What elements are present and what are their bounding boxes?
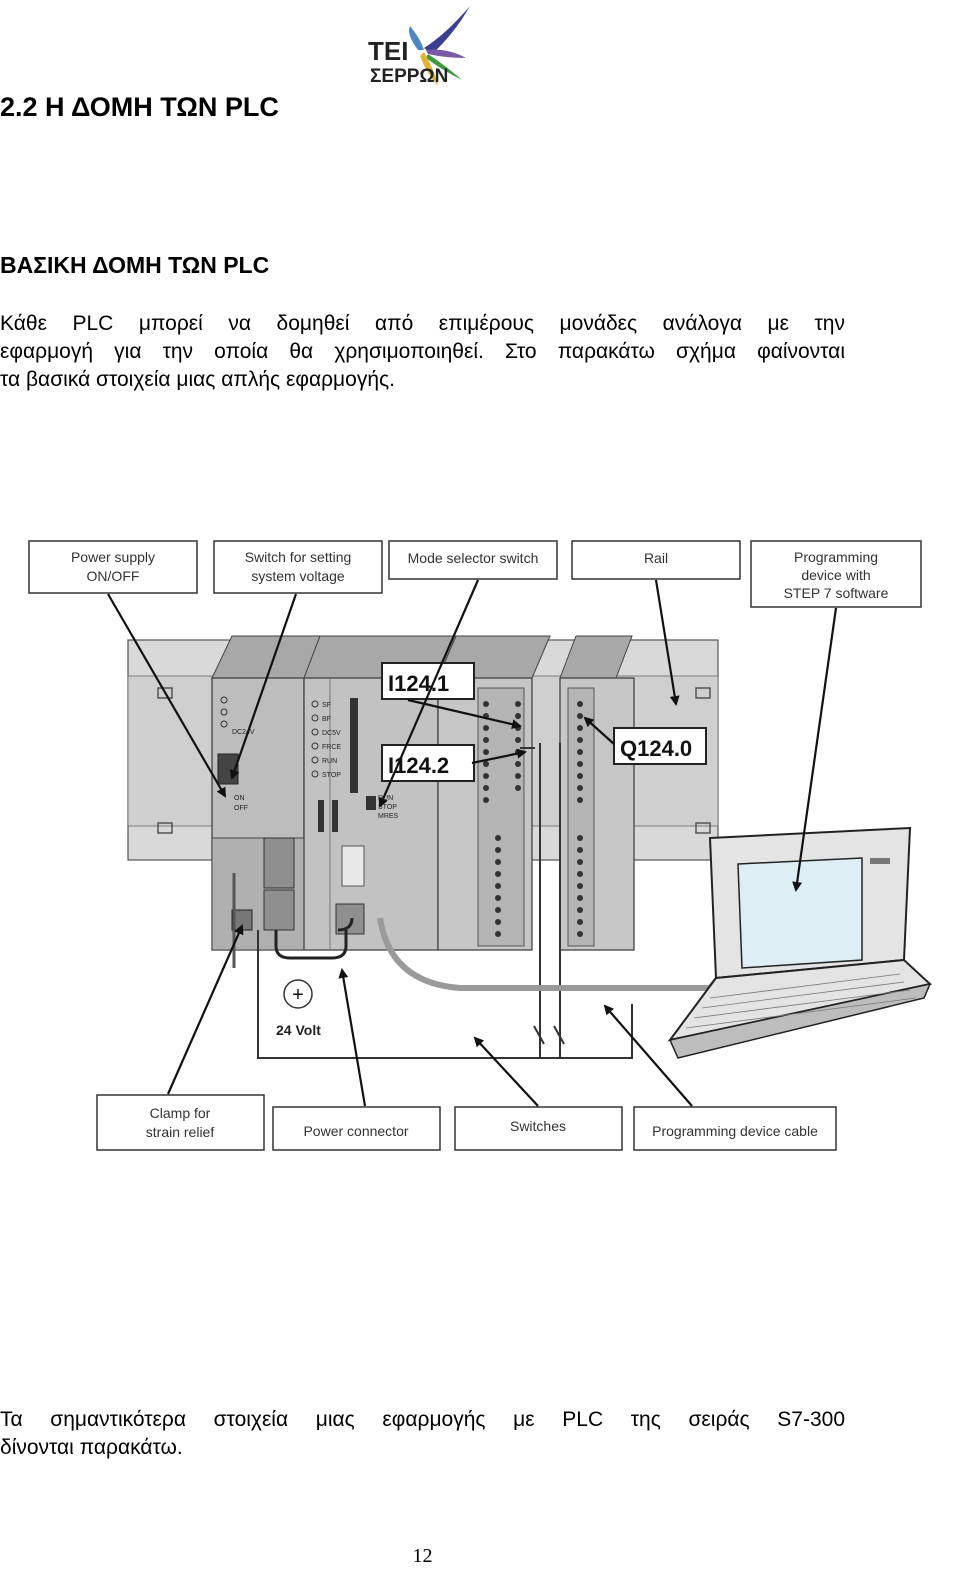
cpu-status-run: RUN — [322, 758, 337, 765]
power-supply-module: DC24V ON OFF — [211, 635, 321, 968]
callout-switch-voltage-line-1: Switch for setting — [245, 549, 352, 565]
cpu-status-frce: FRCE — [322, 744, 341, 751]
digital-output-module — [559, 635, 635, 951]
callout-programming-cable: Programming device cable — [633, 1106, 837, 1151]
mode-mres-label: MRES — [378, 813, 399, 820]
mode-selector-key — [366, 796, 376, 810]
callout-switch-voltage: Switch for setting system voltage — [213, 540, 383, 594]
callout-power-supply: Power supply ON/OFF — [28, 540, 198, 594]
callout-switches: Switches — [454, 1106, 623, 1151]
intro-line-1: Κάθε PLC μπορεί να δομηθεί από επιμέρους… — [0, 312, 845, 335]
power-switch-on-label: ON — [234, 795, 245, 802]
supply-voltage-label: 24 Volt — [276, 1022, 321, 1038]
io-label-output-0-text: Q124.0 — [620, 736, 692, 761]
digital-input-module — [437, 635, 551, 951]
mode-run-label: RUN — [378, 795, 393, 802]
cpu-status-sf: SF — [322, 702, 331, 709]
callout-clamp: Clamp for strain relief — [96, 1094, 265, 1151]
callout-switches-line-1: Switches — [510, 1118, 566, 1134]
callout-programming-device: Programming device with STEP 7 software — [750, 540, 922, 608]
cpu-status-bf: BF — [322, 716, 331, 723]
supply-symbol — [283, 979, 313, 1009]
io-label-output-0: Q124.0 — [613, 727, 707, 765]
callout-mode-selector-line-1: Mode selector switch — [408, 550, 539, 566]
callout-clamp-line-2: strain relief — [146, 1124, 215, 1140]
page-number: 12 — [412, 1545, 433, 1567]
svg-text:DC24V: DC24V — [232, 729, 255, 736]
programming-laptop — [667, 826, 933, 1059]
wiring — [257, 743, 723, 1059]
outro-line-2: δίνονται παρακάτω. — [0, 1436, 183, 1459]
section-title: 2.2 Η ΔΟΜΗ ΤΩΝ PLC — [0, 92, 279, 122]
callout-programming-device-line-1: Programming — [794, 549, 878, 565]
intro-line-2: εφαρμογή για την οποία θα χρησιμοποιηθεί… — [0, 340, 845, 363]
dc-supply-24v: + 24 Volt — [276, 979, 321, 1038]
callout-programming-device-line-3: STEP 7 software — [784, 585, 889, 601]
intro-line-3: τα βασικά στοιχεία μιας απλής εφαρμογής. — [0, 368, 395, 391]
power-switch-off-label: OFF — [234, 805, 248, 812]
callout-clamp-line-1: Clamp for — [150, 1105, 211, 1121]
cpu-status-dc5v: DC5V — [322, 730, 341, 737]
callout-rail: Rail — [571, 540, 741, 580]
cpu-status-stop: STOP — [322, 772, 341, 779]
logo-text-bottom: ΣΕΡΡΩΝ — [370, 66, 448, 87]
callout-programming-device-line-2: device with — [801, 567, 870, 583]
callout-power-connector-line-1: Power connector — [303, 1123, 408, 1139]
callout-power-supply-line-2: ON/OFF — [87, 568, 140, 584]
callout-rail-line-1: Rail — [644, 550, 668, 566]
callout-programming-cable-line-1: Programming device cable — [652, 1123, 818, 1139]
supply-plus: + — [292, 984, 304, 1006]
plc-structure-figure: Power supply ON/OFF Switch for setting s… — [28, 540, 933, 1151]
tei-serron-logo: ΤΕΙ ΣΕΡΡΩΝ — [368, 6, 470, 87]
callout-switch-voltage-line-2: system voltage — [251, 568, 345, 584]
outro-line-1: Τα σημαντικότερα στοιχεία μιας εφαρμογής… — [0, 1408, 845, 1431]
callout-mode-selector: Mode selector switch — [388, 540, 558, 580]
io-label-input-1: I124.1 — [381, 662, 475, 700]
intro-paragraph: Κάθε PLC μπορεί να δομηθεί από επιμέρους… — [0, 310, 845, 394]
leader-arrows — [107, 579, 838, 1107]
subheading: ΒΑΣΙΚΗ ΔΟΜΗ ΤΩΝ PLC — [0, 252, 270, 278]
io-label-input-1-text: I124.1 — [388, 671, 449, 696]
logo-text-top: ΤΕΙ — [368, 36, 408, 66]
callout-power-supply-line-1: Power supply — [71, 549, 155, 565]
laptop-screen — [737, 857, 863, 969]
callout-power-connector: Power connector — [272, 1106, 441, 1151]
outro-paragraph: Τα σημαντικότερα στοιχεία μιας εφαρμογής… — [0, 1406, 845, 1462]
io-label-input-2: I124.2 — [381, 744, 475, 782]
